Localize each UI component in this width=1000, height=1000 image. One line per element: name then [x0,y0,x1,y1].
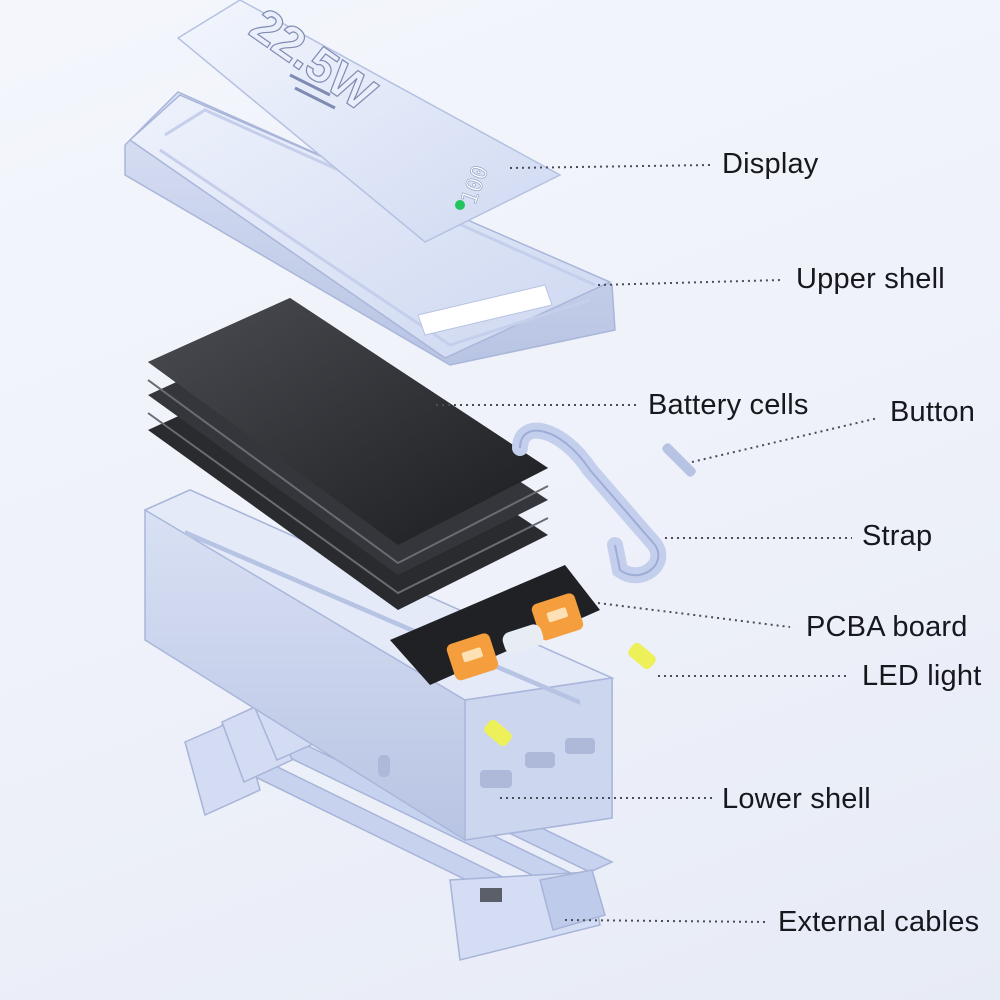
battery-cells [147,298,549,610]
leader-upper-shell [597,279,783,286]
display-panel: 100 22.5W [176,0,562,243]
leader-display [509,164,713,169]
callout-label-display: Display [722,148,819,180]
leader-external-cables [564,919,769,923]
callout-label-external-cables: External cables [778,906,980,938]
callout-label-upper-shell: Upper shell [796,263,945,295]
callout-label-battery-cells: Battery cells [648,389,809,421]
charging-indicator-dot [455,200,465,210]
upper-shell [124,91,616,366]
pcba-board [390,565,600,685]
leader-pcba-board [597,602,791,628]
led-light [484,642,656,747]
double-chevron-fast-charge-icon [289,73,336,110]
button-part [662,443,696,477]
leader-lines [436,164,879,923]
leader-button [691,417,879,463]
callout-label-pcba-board: PCBA board [806,611,968,643]
callout-label-button: Button [890,396,976,428]
callout-label-strap: Strap [862,520,933,552]
callout-label-lower-shell: Lower shell [722,783,871,815]
callout-label-led-light: LED light [862,660,982,692]
